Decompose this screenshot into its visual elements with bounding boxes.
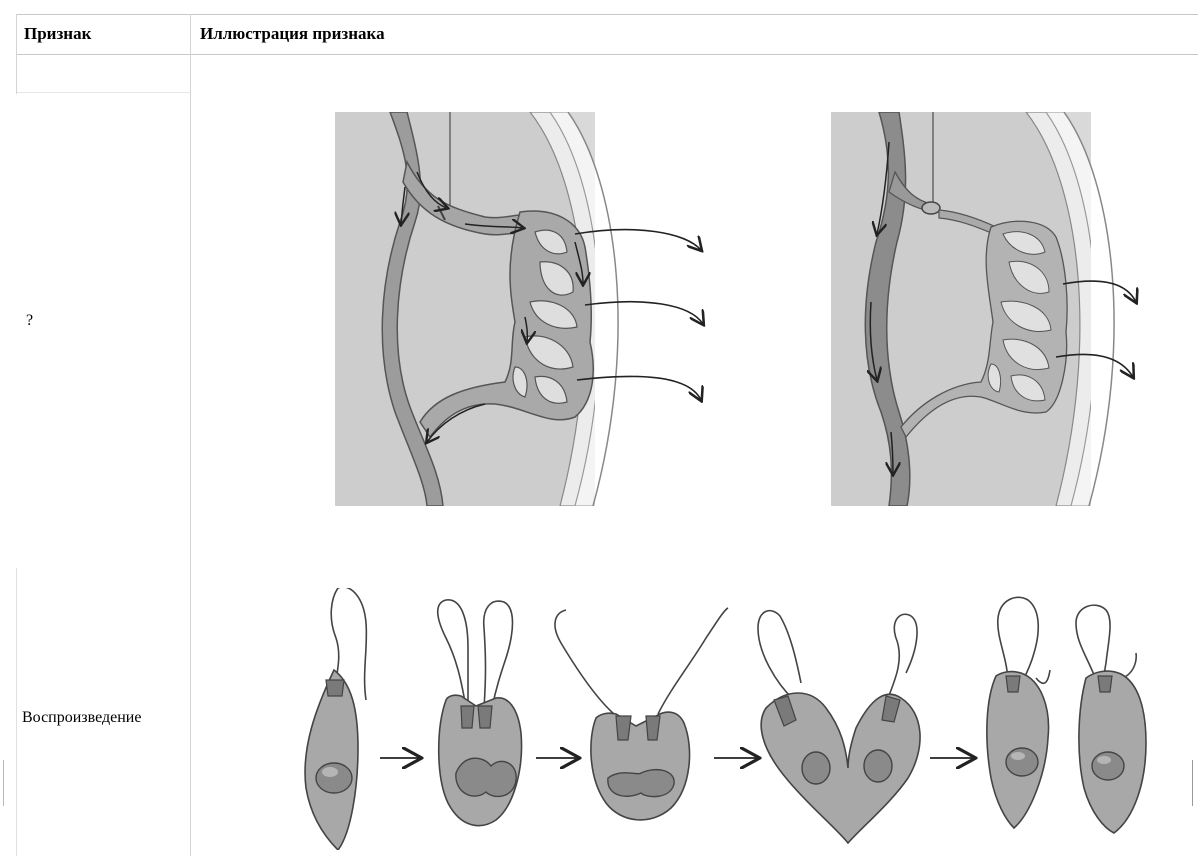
margin-mark-right (1192, 760, 1193, 806)
table-left-border-lower (16, 568, 17, 856)
flagellate-division-sequence (304, 588, 1147, 850)
row-separator (16, 92, 191, 93)
header-feature: Признак (24, 24, 92, 43)
row-label-unknown: ? (26, 312, 34, 329)
cell-stage-2 (436, 599, 523, 827)
cell-stage-5b (1075, 604, 1147, 834)
capillary-constricted-illustration (831, 112, 1141, 506)
row-label-reproduction: Воспроизведение (22, 709, 142, 726)
margin-mark-left (3, 760, 4, 806)
cell-stage-5a (986, 596, 1051, 830)
capillary-dilated-illustration (335, 112, 707, 506)
header-illustration: Иллюстрация признака (200, 24, 385, 43)
cell-stage-3 (554, 607, 729, 821)
column-divider (190, 14, 191, 856)
table-left-border (16, 14, 17, 94)
cell-stage-4 (757, 609, 921, 845)
table-top-border (16, 14, 1198, 15)
cell-stage-1 (304, 588, 368, 850)
header-bottom-border (16, 54, 1198, 55)
